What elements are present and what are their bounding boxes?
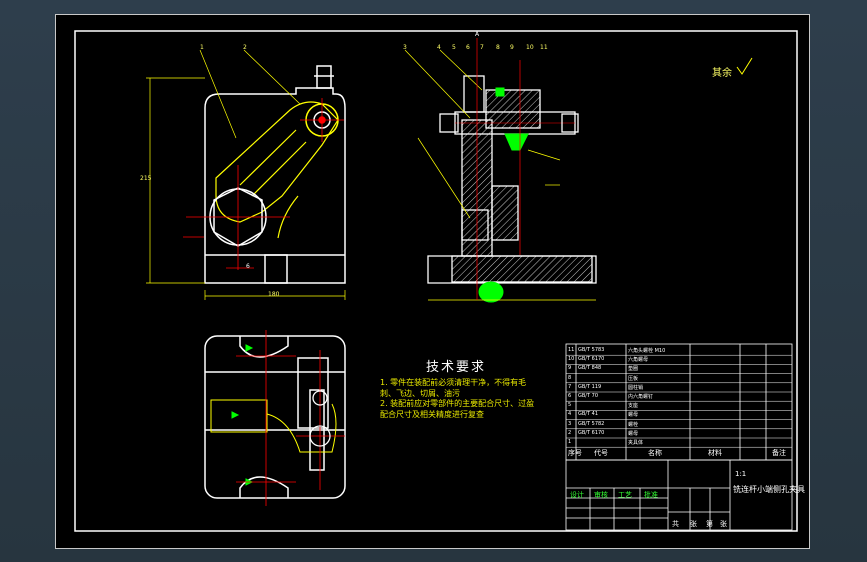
side-base-hatch [451, 255, 593, 283]
bom-cell-name: 螺母 [628, 430, 639, 437]
callout-front-1: 1 [200, 44, 204, 51]
top-view-green [231, 344, 254, 486]
title-bottom-label: 张 [690, 520, 697, 528]
connecting-rod [215, 101, 339, 239]
tech-requirement-line: 配合尺寸及相关精度进行复查 [380, 409, 484, 419]
bom-cell-name: 圆柱销 [628, 384, 644, 391]
front-stud [316, 65, 332, 89]
inner-border [74, 30, 798, 532]
side-view-yellow [404, 49, 596, 301]
title-label-design: 设计 [570, 491, 584, 499]
front-view [204, 65, 346, 284]
side-centerlines [476, 38, 521, 300]
bom-cell-no: 10 [568, 356, 575, 363]
bom-header-no: 序号 [568, 449, 582, 457]
callout-side-11: 11 [540, 44, 548, 51]
title-bottom-label: 张 [720, 520, 727, 528]
bom-cell-no: 5 [568, 402, 572, 409]
dim-small-label: 6 [246, 263, 250, 270]
callout-side-7: 7 [480, 44, 484, 51]
roughness-symbol [736, 57, 753, 75]
title-label-approve: 批准 [644, 491, 658, 499]
callout-side-4: 4 [437, 44, 441, 51]
top-centerlines [236, 330, 345, 506]
tech-requirements-title: 技术要求 [426, 360, 487, 375]
bom-cell-name: 压板 [628, 375, 639, 382]
top-body-outline [204, 335, 346, 499]
bom-cell-code: GB/T 6170 [578, 429, 605, 436]
callout-side-9: 9 [510, 44, 514, 51]
bom-cell-code: GB/T 6170 [578, 356, 605, 363]
bom-cell-name: 支座 [628, 403, 639, 410]
roughness-note: 其余 [712, 68, 732, 79]
tech-requirement-line: 1. 零件在装配前必须清理干净，不得有毛 [380, 378, 527, 387]
top-view [204, 335, 346, 499]
title-bottom-label: 第 [706, 520, 713, 528]
bom-cell-code: GB/T 70 [578, 393, 598, 399]
callout-side-6: 6 [466, 44, 470, 51]
bom-row-lines [566, 354, 792, 448]
drawing-title: 铣连杆小端侧孔夹具 [733, 485, 805, 494]
bom-cell-name: 六角头螺栓 M10 [628, 348, 666, 354]
drawing-scale: 1:1 [735, 470, 747, 478]
title-block [565, 459, 793, 531]
bom-cell-no: 11 [568, 347, 575, 353]
callout-front-2: 2 [243, 44, 247, 51]
bom-header-note: 备注 [772, 449, 786, 457]
title-label-review: 审核 [594, 491, 608, 499]
bom-header-material: 材料 [708, 449, 722, 457]
bom-cell-name: 夹具体 [628, 440, 644, 446]
front-slot [264, 254, 288, 284]
callout-side-3: 3 [403, 44, 407, 51]
front-dimensions [146, 49, 346, 300]
callout-side-10: 10 [526, 44, 534, 51]
bom-cell-code: GB/T 41 [578, 411, 598, 418]
bom-cell-code: GB/T 848 [578, 365, 602, 372]
dim-width-label: 180 [268, 291, 280, 298]
bom-cell-no: 3 [568, 420, 572, 427]
bom-cell-name: 内六角螺钉 [628, 394, 654, 400]
bom-cell-no: 2 [568, 429, 572, 436]
bom-cell-name: 垫圈 [628, 366, 639, 373]
bom-cell-no: 8 [568, 374, 572, 381]
title-label-process: 工艺 [618, 491, 632, 499]
tech-requirement-line: 刺、飞边、切屑、油污 [380, 388, 460, 398]
tech-requirements-list: 1. 零件在装配前必须清理干净，不得有毛 刺、飞边、切屑、油污 2. 装配前应对… [380, 378, 570, 420]
bom-cell-code: GB/T 119 [578, 383, 602, 390]
title-bottom-label: 共 [672, 520, 679, 528]
front-body-outline [204, 87, 346, 284]
bom-cell-no: 1 [568, 439, 572, 445]
bom-cell-name: 螺栓 [628, 421, 639, 428]
dim-height-label: 215 [140, 175, 152, 182]
bom-cell-name: 六角螺母 [628, 357, 649, 364]
side-view [427, 75, 597, 284]
front-centerlines [183, 98, 344, 270]
top-view-yellow [210, 399, 337, 453]
bom-cell-no: 7 [568, 383, 572, 390]
bom-cell-no: 4 [568, 411, 572, 418]
tech-requirement-line: 2. 装配前应对零部件的主要配合尺寸、过盈 [380, 399, 535, 408]
bom-cell-no: 6 [568, 393, 572, 399]
bom-cell-code: GB/T 5782 [578, 420, 605, 427]
section-mark: A [475, 31, 480, 38]
callout-side-8: 8 [496, 44, 500, 51]
bom-cell-name: 螺母 [628, 412, 639, 419]
bom-cell-code: GB/T 5783 [578, 347, 605, 353]
callout-side-5: 5 [452, 44, 456, 51]
bom-header-code: 代号 [594, 449, 608, 457]
bom-header-name: 名称 [648, 449, 662, 457]
bom-cell-no: 9 [568, 365, 572, 372]
